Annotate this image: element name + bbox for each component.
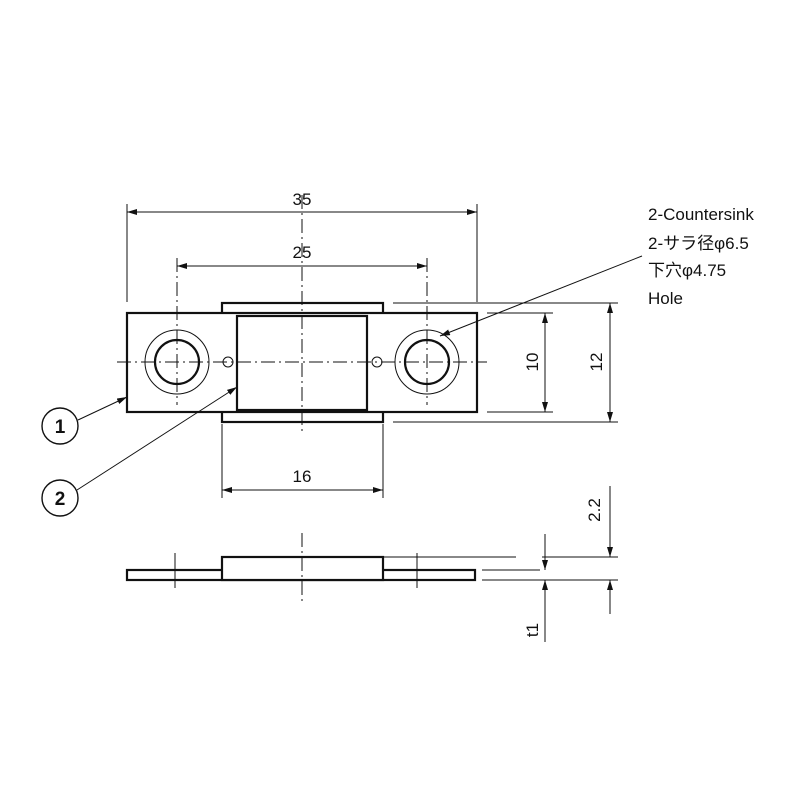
svg-text:t1: t1 [523, 623, 542, 637]
dimension-12: 12 [393, 302, 618, 423]
svg-text:2-Countersink: 2-Countersink [648, 205, 754, 224]
svg-text:10: 10 [523, 353, 542, 372]
svg-text:2: 2 [55, 489, 66, 510]
svg-text:1: 1 [55, 417, 66, 438]
callout-2: 2 [41, 386, 238, 517]
svg-text:25: 25 [293, 243, 312, 262]
callout-1: 1 [41, 396, 128, 445]
countersink-note: 2-Countersink 2-サラ径φ6.5 下穴φ4.75 Hole [439, 205, 754, 337]
dimension-16: 16 [221, 424, 384, 498]
side-view [125, 533, 618, 602]
dimension-35: 35 [126, 190, 478, 302]
svg-text:35: 35 [293, 190, 312, 209]
svg-text:2.2: 2.2 [585, 498, 604, 522]
dimension-t1: t1 [523, 534, 548, 642]
svg-text:Hole: Hole [648, 289, 683, 308]
svg-text:下穴φ4.75: 下穴φ4.75 [648, 261, 726, 280]
dimension-25: 25 [177, 243, 427, 269]
dimension-2-2: 2.2 [585, 486, 613, 614]
svg-text:2-サラ径φ6.5: 2-サラ径φ6.5 [648, 234, 749, 253]
top-view [117, 195, 487, 432]
dimension-10: 10 [487, 312, 553, 413]
svg-text:12: 12 [587, 353, 606, 372]
svg-text:16: 16 [293, 467, 312, 486]
